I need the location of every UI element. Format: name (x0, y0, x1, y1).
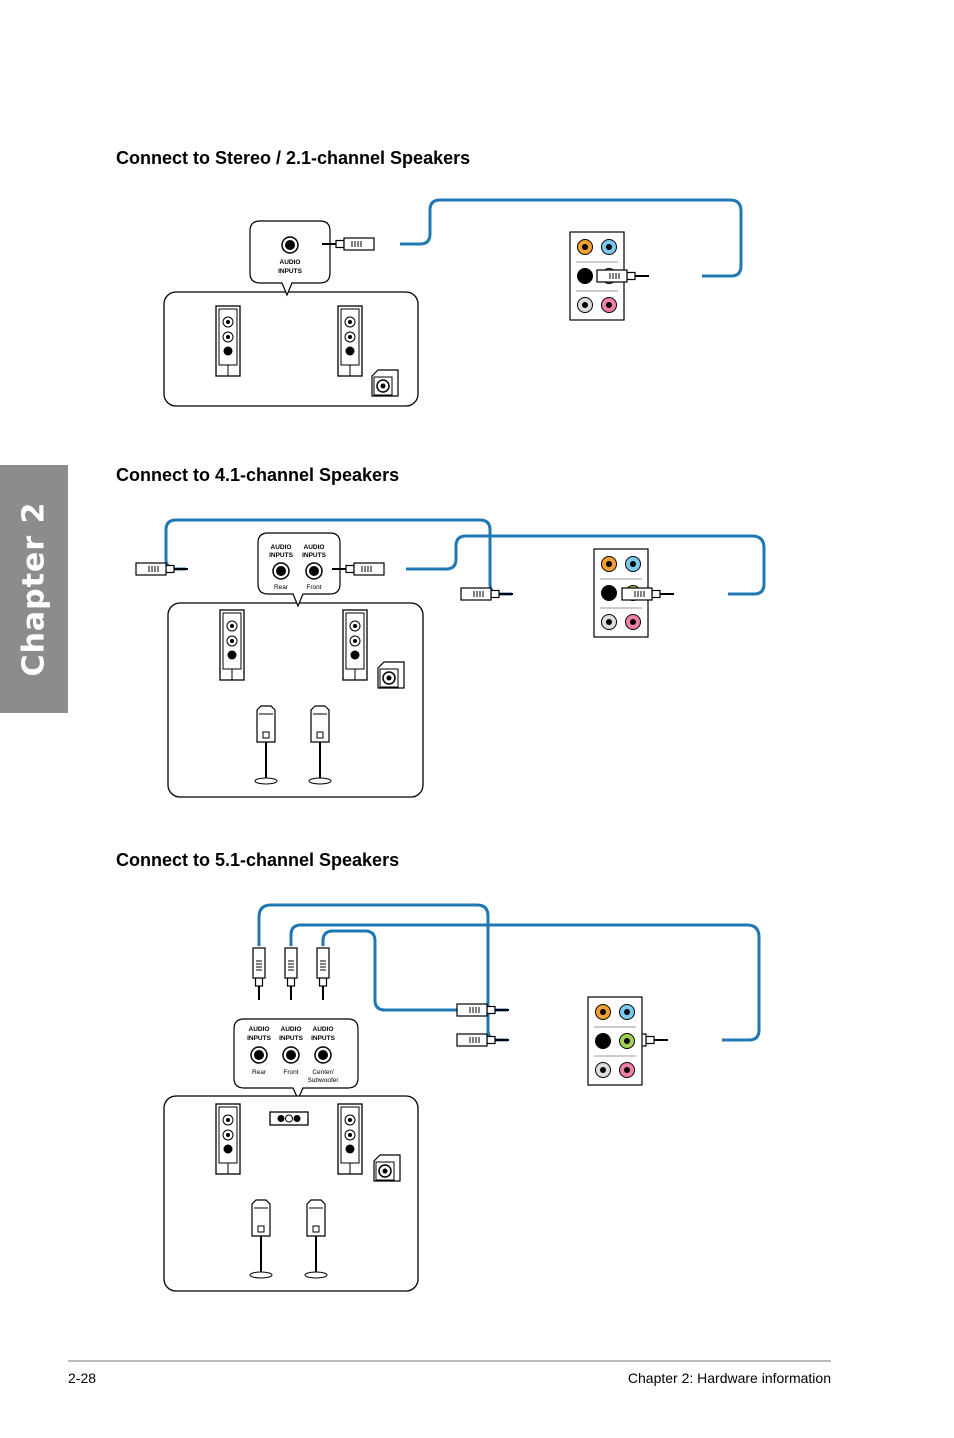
tower-speaker-icon (337, 305, 363, 377)
diagram-4-1: AUDIO INPUTS AUDIO INPUTS Rear Front (136, 518, 766, 798)
tower-speaker-icon (215, 1103, 241, 1175)
audio-label: AUDIO (304, 544, 325, 551)
tower-speaker-icon (342, 609, 368, 681)
audio-plug-icon (457, 1034, 509, 1046)
audio-label: AUDIO (313, 1026, 334, 1033)
chapter-tab: Chapter 2 (0, 465, 68, 713)
subwoofer-icon (373, 1154, 401, 1182)
front-input-jack-icon (282, 1046, 300, 1064)
center-plug-icon (317, 948, 329, 1000)
footer-chapter-title: Chapter 2: Hardware information (627, 1370, 831, 1386)
center-label: Center/ (312, 1069, 334, 1076)
rear-plug-icon (136, 563, 188, 575)
tower-speaker-icon (337, 1103, 363, 1175)
front-label: Front (283, 1069, 298, 1076)
diagram-5-1: AUDIO INPUTS AUDIO INPUTS AUDIO INPUTS R… (163, 903, 761, 1292)
audio-input-jack-icon (281, 236, 299, 254)
subwoofer-icon (371, 369, 399, 397)
inputs-label: INPUTS (311, 1035, 336, 1042)
diagram-stereo: AUDIO INPUTS (163, 198, 743, 407)
subwoofer-label: Subwoofer (307, 1077, 339, 1084)
inputs-label: INPUTS (302, 552, 327, 559)
audio-label: AUDIO (271, 544, 292, 551)
audio-label: AUDIO (281, 1026, 302, 1033)
center-input-jack-icon (314, 1046, 332, 1064)
audio-plug-icon (457, 1004, 509, 1016)
io-panel-icon (587, 996, 643, 1086)
footer-divider (68, 1360, 831, 1362)
rear-input-jack-icon (272, 562, 290, 580)
rear-label: Rear (252, 1069, 267, 1076)
audio-label: AUDIO (280, 259, 301, 266)
front-label: Front (306, 584, 321, 591)
rear-plug-icon (253, 948, 265, 1000)
center-speaker-icon (269, 1111, 309, 1126)
page-number: 2-28 (68, 1370, 97, 1386)
front-plug-icon (285, 948, 297, 1000)
tower-speaker-icon (219, 609, 245, 681)
audio-plug-icon (461, 588, 513, 600)
inputs-label: INPUTS (247, 1035, 272, 1042)
inputs-label: INPUTS (278, 268, 303, 275)
section-heading-4-1: Connect to 4.1-channel Speakers (116, 465, 400, 485)
rear-input-jack-icon (250, 1046, 268, 1064)
audio-label: AUDIO (249, 1026, 270, 1033)
inputs-label: INPUTS (269, 552, 294, 559)
front-input-jack-icon (305, 562, 323, 580)
audio-plug-icon (622, 588, 674, 600)
section-heading-5-1: Connect to 5.1-channel Speakers (116, 850, 400, 870)
inputs-label: INPUTS (279, 1035, 304, 1042)
section-heading-stereo: Connect to Stereo / 2.1-channel Speakers (116, 148, 471, 168)
audio-plug-icon (597, 270, 649, 282)
rear-label: Rear (274, 584, 289, 591)
tower-speaker-icon (215, 305, 241, 377)
subwoofer-icon (377, 661, 405, 689)
